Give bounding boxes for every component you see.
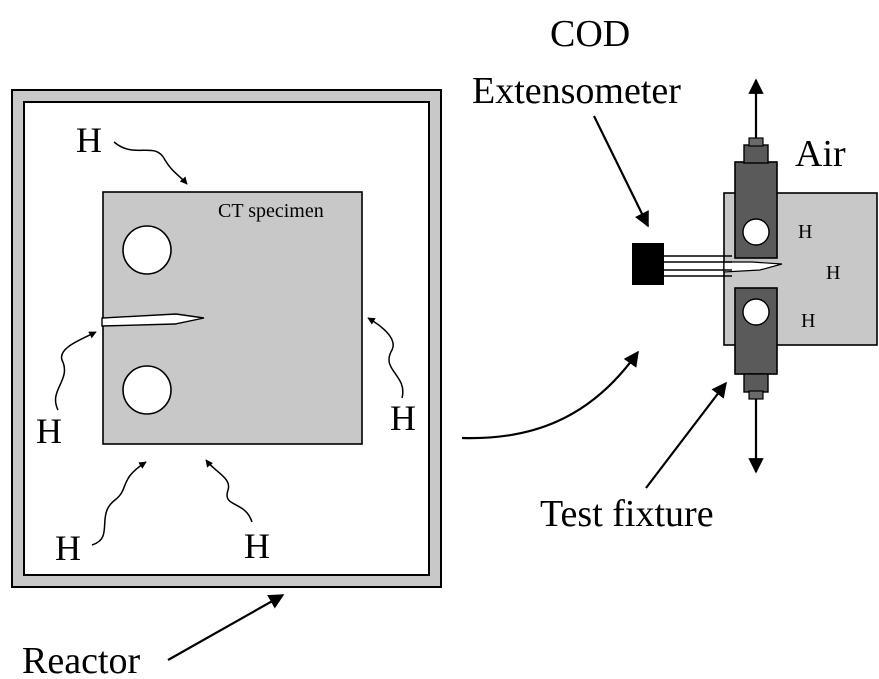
cod-extensometer-body [632, 243, 664, 285]
test-fixture: H H H [632, 78, 878, 474]
upper-grip-stud-bolt [748, 137, 764, 147]
lower-grip-stud-bolt [748, 390, 764, 400]
upper-grip [734, 161, 778, 259]
ct-specimen: CT specimen [101, 191, 363, 445]
hydrogen-arrows-reactor: H H H H H [36, 120, 416, 568]
lower-grip-pin [742, 298, 770, 326]
cod-extensometer-arm-upper [664, 255, 732, 263]
extensometer-pointer-arrow [593, 115, 649, 228]
hydrogen-label-right: H [390, 398, 416, 438]
upper-grip-stud [743, 144, 769, 164]
hydrogen-label-bottom-right: H [244, 526, 270, 566]
fixture-hydrogen-label-3: H [801, 310, 815, 332]
ct-specimen-notch [101, 313, 205, 327]
transfer-arrow [461, 350, 639, 440]
wavy-arrow-bottom-left [91, 461, 147, 546]
cod-extensometer-arm-lower [664, 269, 732, 277]
cod-label: COD [550, 13, 630, 55]
fixture-hydrogen-label-2: H [826, 262, 840, 284]
ct-specimen-lower-hole [122, 365, 172, 415]
reactor-label: Reactor [22, 640, 141, 679]
air-label: Air [795, 133, 846, 175]
lower-grip-stud [743, 373, 769, 393]
wavy-arrow-right [367, 317, 404, 399]
hydrogen-label-left: H [36, 411, 62, 451]
hydrogen-label-bottom-left: H [55, 528, 81, 568]
wavy-arrow-left [54, 331, 97, 411]
hydrogen-label-top: H [76, 120, 102, 160]
test-fixture-pointer-arrow [645, 381, 727, 489]
ct-specimen-label: CT specimen [218, 200, 324, 222]
fixture-hydrogen-label-1: H [798, 221, 812, 243]
upper-grip-pin [742, 218, 770, 246]
extensometer-label: Extensometer [472, 70, 681, 112]
reactor-arrow [167, 594, 285, 661]
wavy-arrow-bottom-right [205, 459, 253, 523]
ct-specimen-upper-hole [122, 225, 172, 275]
wavy-arrow-top [113, 141, 188, 185]
test-fixture-label: Test fixture [540, 493, 714, 535]
